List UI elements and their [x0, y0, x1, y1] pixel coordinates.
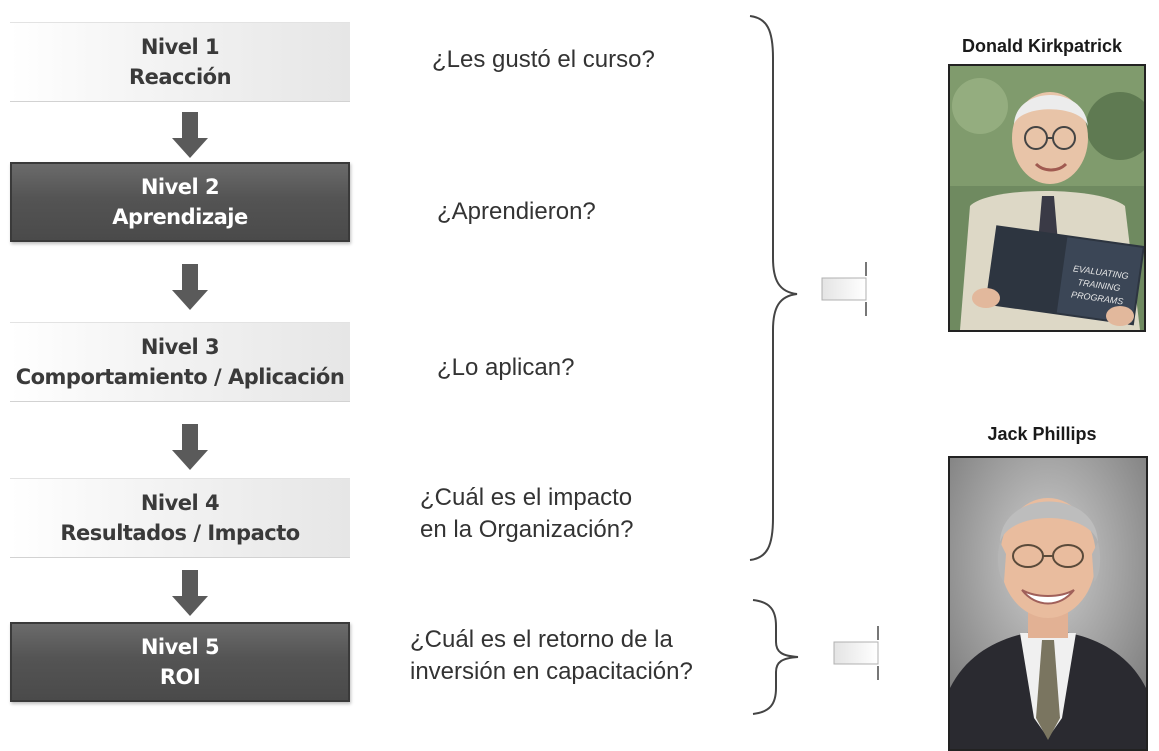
arrow-right-icon: [821, 262, 867, 316]
level-1-title: Nivel 1: [140, 34, 220, 59]
level-5-title: Nivel 5: [140, 634, 220, 659]
person-name-phillips: Jack Phillips: [987, 424, 1097, 444]
portrait-kirkpatrick: EVALUATING TRAINING PROGRAMS: [948, 64, 1146, 332]
level-5-subtitle: ROI: [159, 665, 201, 689]
level-1-box: Nivel 1 Reacción: [10, 22, 350, 102]
level-3-title: Nivel 3: [140, 334, 220, 359]
level-2-title: Nivel 2: [140, 174, 220, 199]
level-4-box: Nivel 4 Resultados / Impacto: [10, 478, 350, 558]
arrow-down-icon: [172, 112, 208, 158]
arrow-down-icon: [172, 264, 208, 310]
brace-levels-1-4: [749, 15, 798, 561]
level-3-box: Nivel 3 Comportamiento / Aplicación: [10, 322, 350, 402]
level-1-subtitle: Reacción: [128, 65, 232, 89]
question-level-2: ¿Aprendieron?: [437, 198, 596, 225]
question-level-3: ¿Lo aplican?: [437, 354, 575, 381]
arrow-right-icon: [833, 626, 879, 680]
level-3-subtitle: Comportamiento / Aplicación: [15, 365, 345, 389]
portrait-phillips: [948, 456, 1148, 751]
level-4-subtitle: Resultados / Impacto: [60, 521, 300, 545]
level-5-box: Nivel 5 ROI: [10, 622, 350, 702]
question-level-1: ¿Les gustó el curso?: [432, 46, 655, 73]
level-4-title: Nivel 4: [140, 490, 220, 515]
arrow-down-icon: [172, 570, 208, 616]
person-name-kirkpatrick: Donald Kirkpatrick: [961, 36, 1123, 56]
question-level-5: ¿Cuál es el retorno de la inversión en c…: [410, 626, 693, 686]
arrow-down-icon: [172, 424, 208, 470]
level-2-box: Nivel 2 Aprendizaje: [10, 162, 350, 242]
question-level-4: ¿Cuál es el impacto en la Organización?: [420, 484, 634, 544]
brace-level-5: [752, 599, 799, 715]
level-2-subtitle: Aprendizaje: [112, 205, 248, 229]
